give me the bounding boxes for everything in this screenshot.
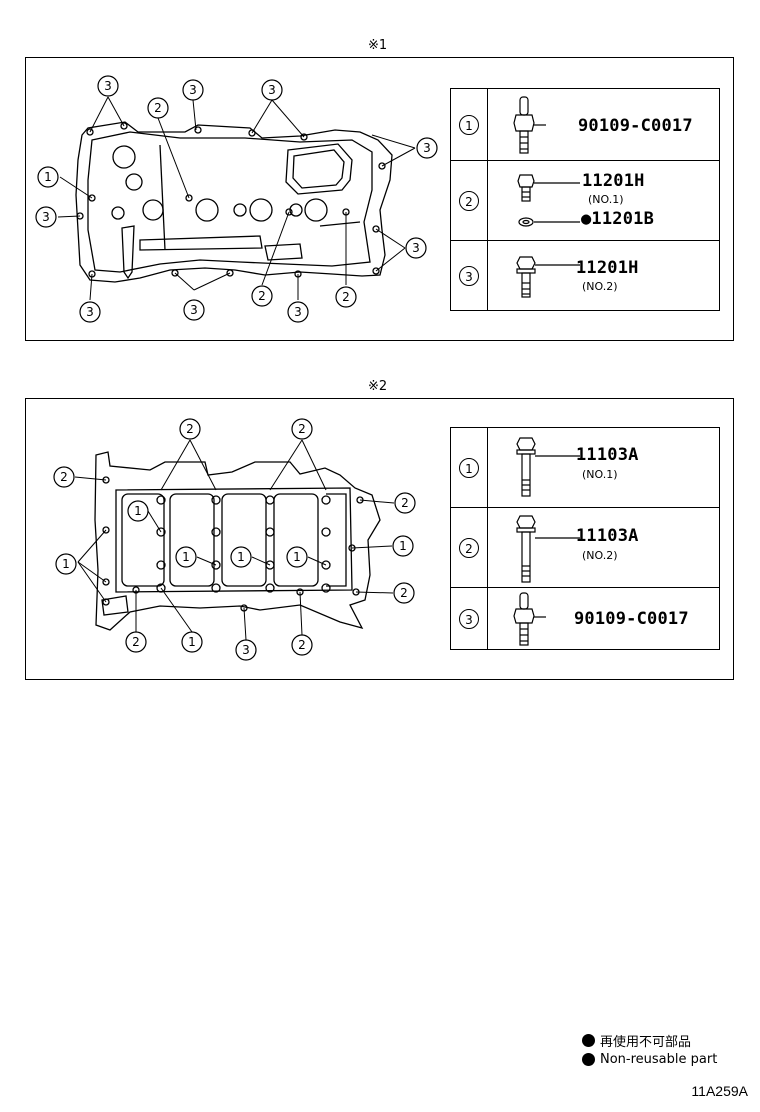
- svg-text:2: 2: [60, 470, 68, 484]
- svg-text:3: 3: [268, 83, 276, 97]
- bolt-with-washer-icon: [517, 174, 580, 227]
- part-number: 90109-C0017: [574, 609, 689, 629]
- svg-text:1: 1: [134, 504, 142, 518]
- part-row: 3 11201H (NO.2): [450, 240, 720, 311]
- section-1-frame: [25, 57, 734, 341]
- long-head-bolt-icon: [516, 515, 580, 583]
- svg-text:1: 1: [182, 550, 190, 564]
- svg-text:3: 3: [190, 303, 198, 317]
- diagram-code: 11A259A: [691, 1083, 748, 1099]
- part-index: 3: [459, 608, 479, 629]
- stud-bolt-icon: [513, 592, 546, 646]
- part-index: 2: [459, 537, 479, 558]
- part-index: 1: [459, 114, 479, 135]
- head-cover-outline: [75, 121, 393, 283]
- svg-text:3: 3: [412, 241, 420, 255]
- diagram-callout-circles: 3 3 3 2 1 3 3 3 2 3 2 3 3 2 2 2 1 1 1 1 …: [35, 75, 438, 661]
- section-1-mark: ※1: [368, 38, 388, 53]
- head-bolt-icon: [516, 437, 580, 497]
- svg-text:1: 1: [293, 550, 301, 564]
- svg-text:3: 3: [86, 305, 94, 319]
- svg-text:3: 3: [242, 643, 250, 657]
- svg-text:2: 2: [154, 101, 162, 115]
- svg-text:1: 1: [399, 539, 407, 553]
- svg-text:2: 2: [298, 638, 306, 652]
- part-index: 2: [459, 190, 479, 211]
- part-note: (NO.2): [582, 549, 618, 562]
- part-number: 90109-C0017: [578, 116, 693, 136]
- section-1-parts-table: 1 90109-C0017 2: [450, 88, 720, 311]
- svg-text:2: 2: [400, 586, 408, 600]
- svg-text:3: 3: [104, 79, 112, 93]
- svg-text:3: 3: [294, 305, 302, 319]
- svg-text:2: 2: [258, 289, 266, 303]
- part-index: 1: [459, 457, 479, 478]
- block-bolts: [102, 476, 364, 612]
- legend-en: Non-reusable part: [582, 1052, 717, 1067]
- stud-bolt-icon: [513, 96, 546, 154]
- part-row: 2 11103A (NO.2): [450, 507, 720, 588]
- part-row: 3 90109-C0017: [450, 587, 720, 650]
- non-reusable-part-number: ●11201B: [581, 209, 655, 229]
- svg-text:1: 1: [188, 635, 196, 649]
- part-number: 11103A: [576, 445, 639, 465]
- legend-jp-text: 再使用不可部品: [600, 1035, 692, 1050]
- part-row: 1 11103A (NO.1): [450, 427, 720, 508]
- svg-text:2: 2: [298, 422, 306, 436]
- part-note: (NO.2): [582, 280, 618, 293]
- svg-text:1: 1: [237, 550, 245, 564]
- svg-text:2: 2: [342, 290, 350, 304]
- svg-text:3: 3: [189, 83, 197, 97]
- flange-bolt-icon: [516, 256, 580, 298]
- part-note: (NO.1): [582, 468, 618, 481]
- svg-text:2: 2: [186, 422, 194, 436]
- section-2-parts-table: 1 11103A (NO.1) 2: [450, 427, 720, 650]
- section-1-callouts: [57, 96, 416, 301]
- legend-jp: 再使用不可部品: [582, 1031, 691, 1050]
- section-2-frame: [25, 398, 734, 680]
- svg-text:3: 3: [423, 141, 431, 155]
- part-number: 11201H: [576, 258, 639, 278]
- section-2-mark: ※2: [368, 379, 388, 394]
- section-2-callouts: [74, 439, 395, 641]
- part-index: 3: [459, 265, 479, 286]
- part-number: 11201H: [582, 171, 645, 191]
- oil-filler: [285, 143, 353, 195]
- svg-text:1: 1: [44, 170, 52, 184]
- head-cover-inner: [87, 131, 373, 273]
- part-number: 11103A: [576, 526, 639, 546]
- svg-text:1: 1: [62, 557, 70, 571]
- svg-text:2: 2: [401, 496, 409, 510]
- block-outline: [94, 451, 381, 631]
- svg-text:2: 2: [132, 635, 140, 649]
- svg-text:3: 3: [42, 210, 50, 224]
- part-row: 2 11201H (NO.1) ●11201B: [450, 160, 720, 241]
- legend-en-text: Non-reusable part: [600, 1052, 718, 1067]
- part-note: (NO.1): [588, 193, 624, 206]
- bullet-icon: [582, 1053, 595, 1066]
- bullet-icon: [582, 1034, 595, 1047]
- part-row: 1 90109-C0017: [450, 88, 720, 161]
